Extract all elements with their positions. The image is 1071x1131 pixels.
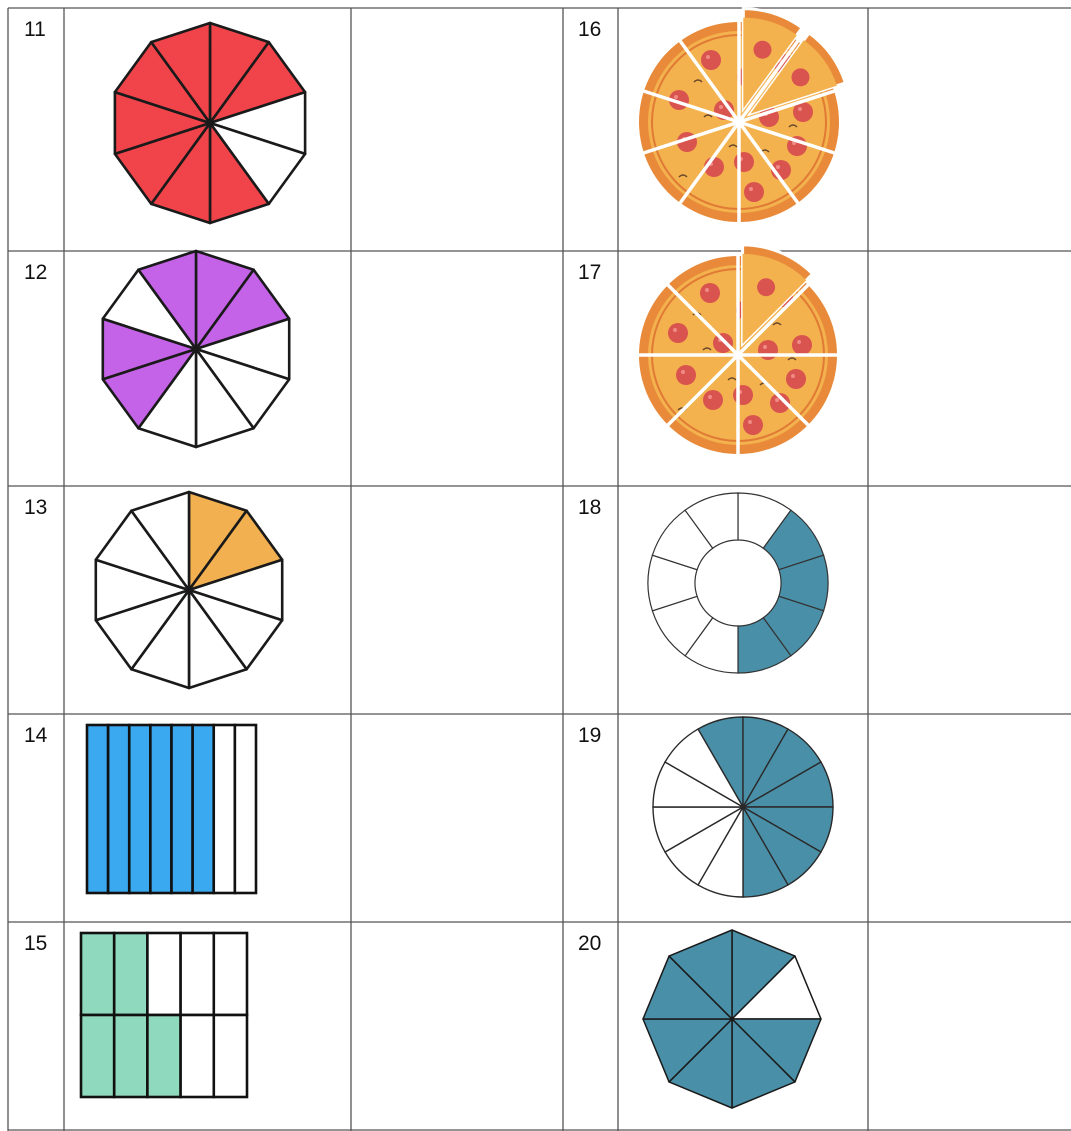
- answer-cell-12[interactable]: [352, 252, 562, 485]
- pepperoni-spot: [798, 107, 802, 111]
- pepperoni: [713, 333, 733, 353]
- pepperoni: [701, 50, 721, 70]
- problem-number-14: 14: [24, 724, 48, 747]
- answer-cell-19[interactable]: [869, 715, 1070, 921]
- pepperoni-spot: [674, 95, 678, 99]
- unshaded-cell: [214, 933, 247, 1015]
- fraction-figure-11: [115, 23, 305, 223]
- shaded-cell: [147, 1015, 180, 1097]
- pepperoni-spot: [708, 395, 712, 399]
- problem-number-11: 11: [24, 18, 46, 41]
- fraction-figure-12: [103, 251, 289, 447]
- answer-cell-16[interactable]: [869, 9, 1070, 250]
- unshaded-cell: [147, 933, 180, 1015]
- pepperoni: [700, 283, 720, 303]
- problem-number-16: 16: [578, 18, 601, 41]
- shaded-strip: [172, 725, 193, 893]
- problem-number-17: 17: [578, 261, 601, 284]
- shaded-strip: [129, 725, 150, 893]
- shaded-cell: [81, 1015, 114, 1097]
- unshaded-strip: [235, 725, 256, 893]
- pepperoni: [758, 340, 778, 360]
- fraction-figure-15: [81, 933, 247, 1097]
- unshaded-strip: [214, 725, 235, 893]
- fraction-figure-19: [653, 717, 833, 897]
- problem-number-12: 12: [24, 261, 47, 284]
- pepperoni-spot: [749, 187, 753, 191]
- shaded-strip: [108, 725, 129, 893]
- shaded-cell: [81, 933, 114, 1015]
- pepperoni: [744, 182, 764, 202]
- pepperoni: [753, 41, 771, 59]
- fraction-figure-18: [648, 493, 828, 673]
- problem-number-13: 13: [24, 496, 47, 519]
- answer-cell-18[interactable]: [869, 487, 1070, 713]
- pepperoni-spot: [763, 345, 767, 349]
- pizza-figure-16: [639, 9, 845, 224]
- pepperoni: [786, 369, 806, 389]
- unshaded-cell: [214, 1015, 247, 1097]
- problem-number-19: 19: [578, 724, 601, 747]
- pepperoni: [791, 68, 809, 86]
- pepperoni: [792, 335, 812, 355]
- answer-cell-11[interactable]: [352, 9, 562, 250]
- pepperoni-spot: [719, 105, 723, 109]
- shaded-cell: [114, 933, 147, 1015]
- pepperoni: [757, 278, 775, 296]
- shaded-strip: [87, 725, 108, 893]
- answer-cell-14[interactable]: [352, 715, 562, 921]
- pepperoni: [743, 415, 763, 435]
- fraction-figure-13: [96, 492, 282, 688]
- pepperoni-spot: [706, 55, 710, 59]
- pepperoni-spot: [748, 420, 752, 424]
- shaded-strip: [150, 725, 171, 893]
- pepperoni: [734, 152, 754, 172]
- pizza-figure-17: [637, 245, 839, 456]
- answer-cell-20[interactable]: [869, 923, 1070, 1129]
- problem-number-18: 18: [578, 496, 601, 519]
- fraction-figure-14: [87, 725, 256, 893]
- unshaded-cell: [181, 933, 214, 1015]
- answer-cell-13[interactable]: [352, 487, 562, 713]
- answer-cell-15[interactable]: [352, 923, 562, 1129]
- answer-cell-17[interactable]: [869, 252, 1070, 485]
- unshaded-cell: [181, 1015, 214, 1097]
- problem-number-20: 20: [578, 932, 601, 955]
- pepperoni-spot: [797, 340, 801, 344]
- pepperoni-spot: [776, 165, 780, 169]
- pepperoni: [703, 390, 723, 410]
- pepperoni: [676, 365, 696, 385]
- shaded-cell: [114, 1015, 147, 1097]
- pepperoni-spot: [705, 288, 709, 292]
- pepperoni: [733, 385, 753, 405]
- shaded-strip: [193, 725, 214, 893]
- pepperoni-spot: [681, 370, 685, 374]
- pepperoni-spot: [775, 398, 779, 402]
- pepperoni-spot: [673, 328, 677, 332]
- fraction-figure-20: [643, 930, 821, 1108]
- problem-number-15: 15: [24, 932, 47, 955]
- pepperoni: [668, 323, 688, 343]
- pepperoni-spot: [791, 374, 795, 378]
